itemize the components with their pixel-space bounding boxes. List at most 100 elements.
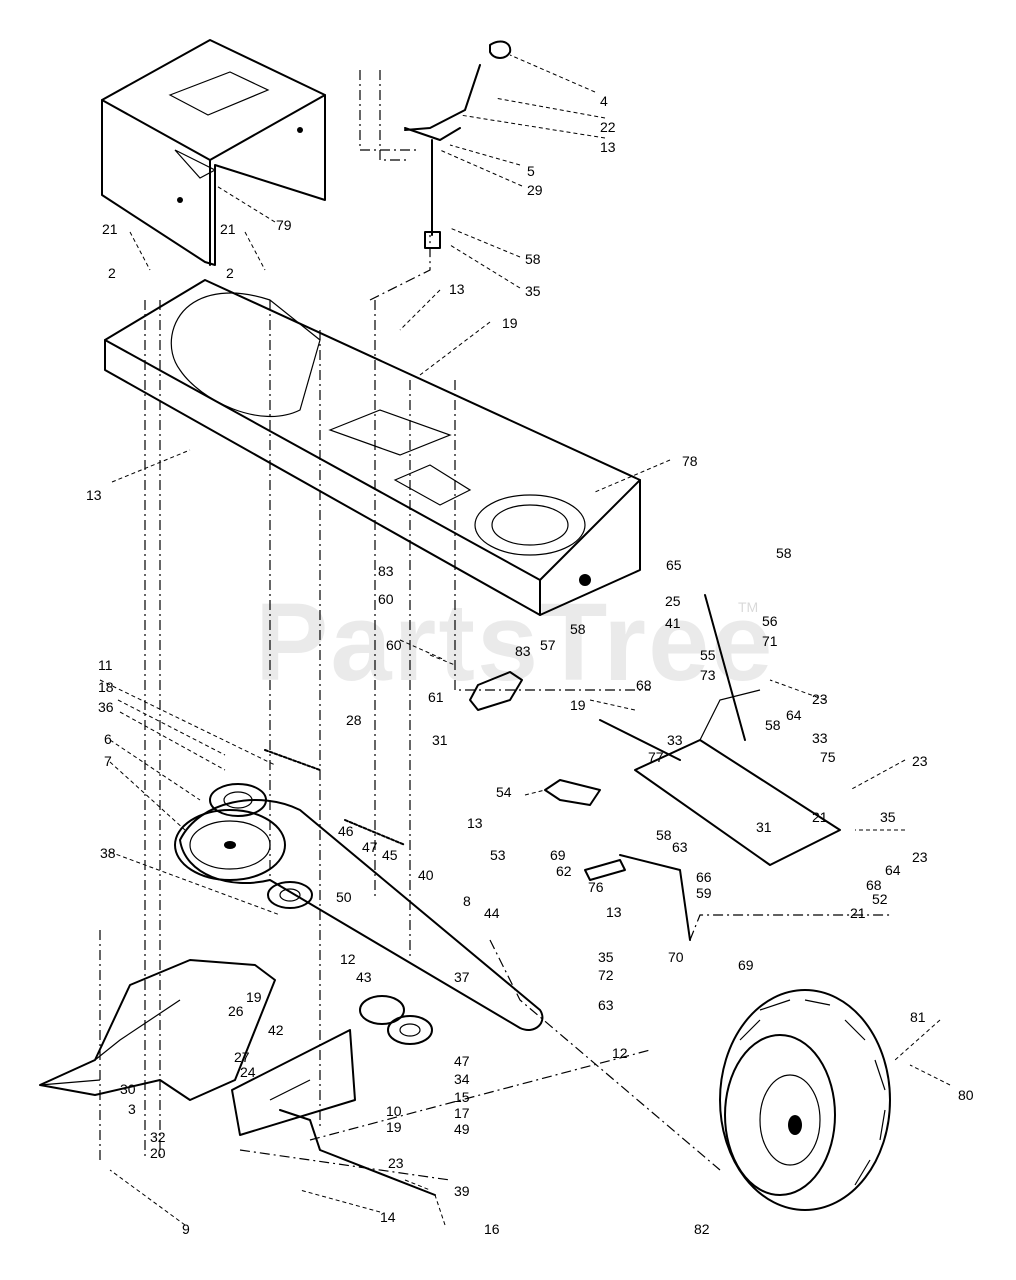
callout: 2 [226,265,234,281]
callout: 28 [346,712,362,728]
callout: 49 [454,1121,470,1137]
callout: 60 [378,591,394,607]
lower-idler-pulleys[interactable] [359,995,433,1045]
callout: 21 [812,809,828,825]
engine-pulley[interactable] [174,809,286,881]
callout: 63 [598,997,614,1013]
callout: 82 [694,1221,710,1237]
callout: 12 [612,1045,628,1061]
callout: 31 [432,732,448,748]
callout: 14 [380,1209,396,1225]
callout: 65 [666,557,682,573]
callout: 58 [776,545,792,561]
callout: 44 [484,905,500,921]
pedal-pad[interactable] [469,671,523,711]
callout: 73 [700,667,716,683]
idler-pulley[interactable] [267,881,313,909]
callout: 15 [454,1089,470,1105]
callout: 60 [386,637,402,653]
callout: 64 [885,862,901,878]
callout: 43 [356,969,372,985]
callout: 35 [598,949,614,965]
callout: 2 [108,265,116,281]
callout: 58 [656,827,672,843]
callout: 62 [556,863,572,879]
callout: 38 [100,845,116,861]
pedal-shaft-assembly[interactable] [544,594,841,941]
callout: 9 [182,1221,190,1237]
callout: 5 [527,163,535,179]
main-frame[interactable] [104,279,641,616]
callout: 55 [700,647,716,663]
callout: 20 [150,1145,166,1161]
callout: 4 [600,93,608,109]
watermark-text: PartsTree [255,581,774,704]
callout: 8 [463,893,471,909]
callout: 13 [449,281,465,297]
callout: 13 [606,904,622,920]
rear-wheel[interactable] [719,989,891,1211]
callout: 52 [872,891,888,907]
callout: 39 [454,1183,470,1199]
callout: 19 [570,697,586,713]
callout: 21 [850,905,866,921]
brake-rod[interactable] [279,1109,436,1196]
callout: 33 [667,732,683,748]
callout: 7 [104,753,112,769]
transmission[interactable] [39,959,276,1101]
callout: 29 [527,182,543,198]
callout: 46 [338,823,354,839]
callout: 79 [276,217,292,233]
watermark-trademark: TM [738,599,758,615]
callout: 53 [490,847,506,863]
callout: 69 [738,957,754,973]
callout: 71 [762,633,778,649]
callout: 24 [240,1064,256,1080]
callout: 23 [912,753,928,769]
callout: 42 [268,1022,284,1038]
callout: 16 [484,1221,500,1237]
callout: 64 [786,707,802,723]
callout: 66 [696,869,712,885]
callout: 22 [600,119,616,135]
clutch-bracket[interactable] [231,1029,356,1136]
springs [264,749,406,846]
assembly-guide-lines [99,70,890,1181]
callout: 70 [668,949,684,965]
callout: 25 [665,593,681,609]
callout: 30 [120,1081,136,1097]
callout: 17 [454,1105,470,1121]
leader-lines [99,54,951,1226]
callout: 76 [588,879,604,895]
callout: 40 [418,867,434,883]
callout: 69 [550,847,566,863]
callout: 31 [756,819,772,835]
callout: 18 [98,679,114,695]
callout: 77 [648,749,664,765]
callout: 27 [234,1049,250,1065]
callout: 19 [386,1119,402,1135]
callout: 32 [150,1129,166,1145]
callout: 23 [812,691,828,707]
shift-lever-assembly[interactable] [404,40,512,249]
callout: 21 [220,221,236,237]
callout: 41 [665,615,681,631]
callout: 23 [388,1155,404,1171]
callout: 78 [682,453,698,469]
callout: 34 [454,1071,470,1087]
callout: 83 [378,563,394,579]
callout: 47 [362,839,378,855]
callout: 72 [598,967,614,983]
callout: 68 [866,877,882,893]
clutch-pulley[interactable] [209,783,267,817]
callout: 13 [467,815,483,831]
callout: 6 [104,731,112,747]
callout: 68 [636,677,652,693]
callout: 21 [102,221,118,237]
seat-support-bracket[interactable] [101,39,326,266]
callout: 37 [454,969,470,985]
callout: 35 [880,809,896,825]
callout: 75 [820,749,836,765]
callout: 57 [540,637,556,653]
callout: 56 [762,613,778,629]
